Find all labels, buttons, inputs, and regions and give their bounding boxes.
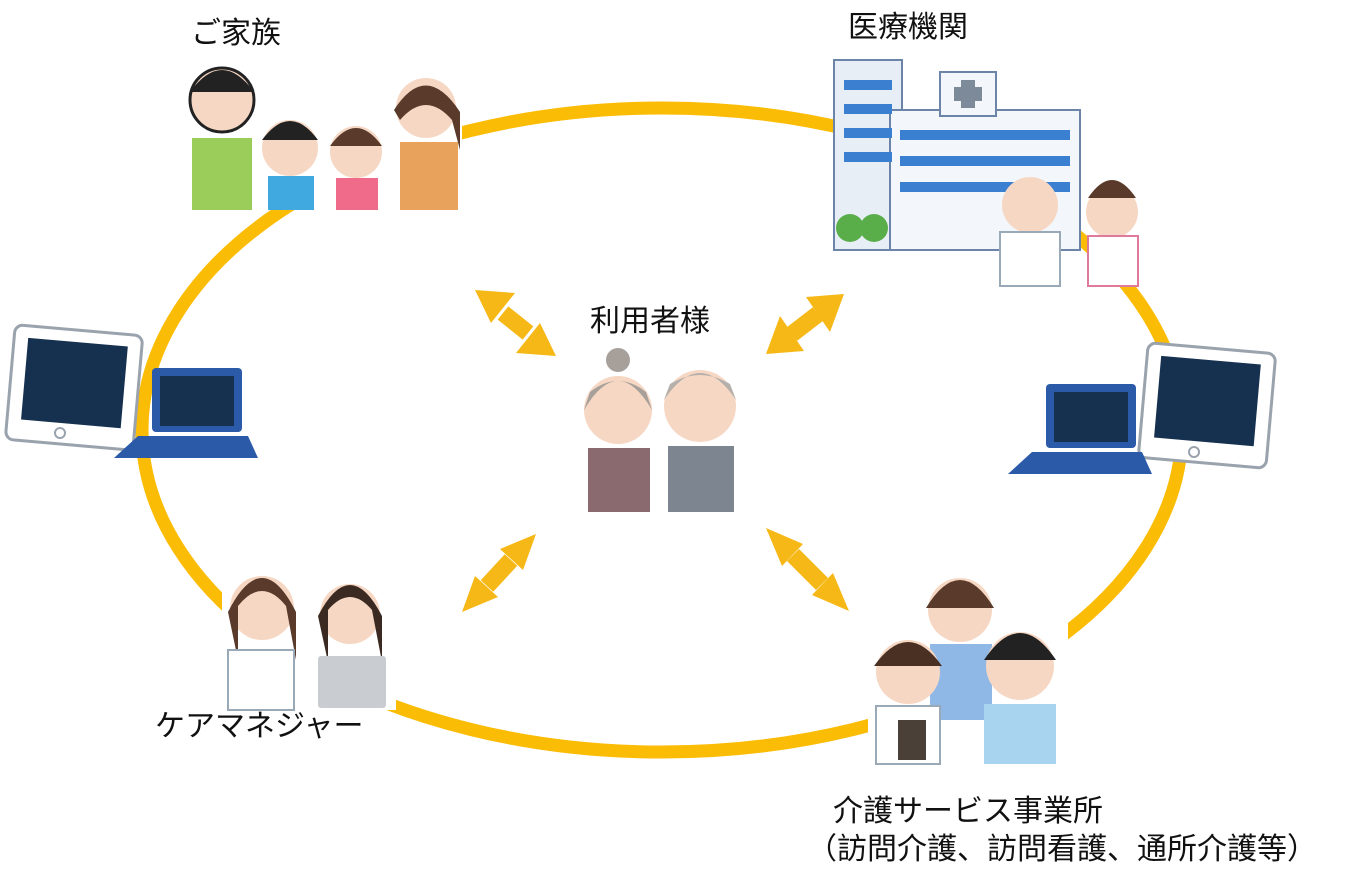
- care-staff-illustration: [868, 564, 1068, 765]
- hospital-illustration: [833, 59, 1139, 287]
- user-label: 利用者様: [590, 304, 710, 339]
- arrow-family-user: [475, 290, 556, 356]
- right-devices-illustration: [1008, 341, 1277, 474]
- care-manager-illustration: [222, 550, 396, 711]
- arrow-caremanager-user: [462, 534, 536, 612]
- left-devices-illustration: [4, 323, 258, 458]
- arrow-medical-user: [766, 294, 844, 354]
- arrow-careservice-user: [766, 528, 849, 611]
- care-service-label: 介護サービス事業所: [833, 794, 1103, 829]
- care-manager-label: ケアマネジャー: [155, 709, 364, 744]
- care-service-sublabel: （訪問介護、訪問看護、通所介護等）: [807, 832, 1317, 867]
- elderly-couple-illustration: [578, 346, 738, 512]
- family-illustration: [186, 60, 462, 210]
- family-label: ご家族: [191, 16, 281, 51]
- medical-institution-label: 医療機関: [848, 10, 968, 45]
